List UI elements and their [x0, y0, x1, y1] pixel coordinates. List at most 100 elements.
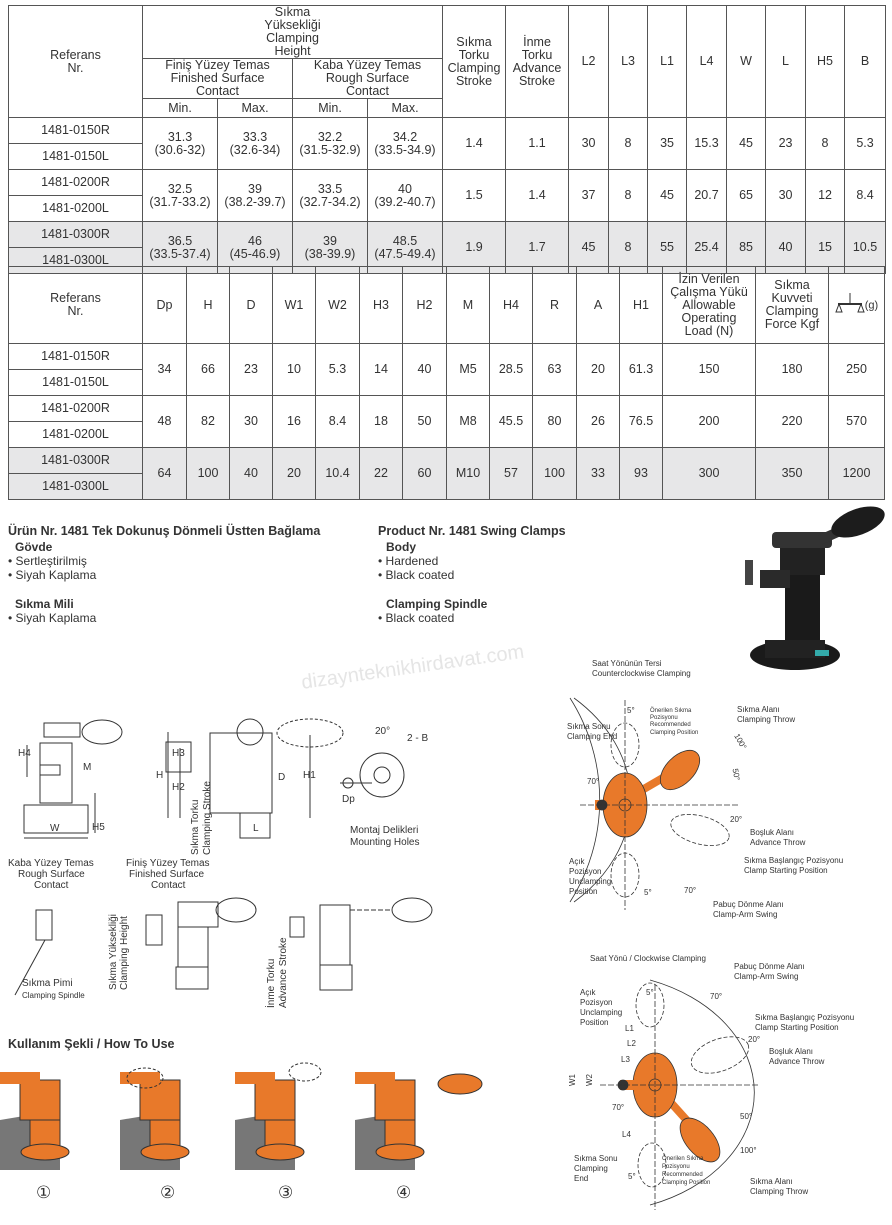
dim-label: W [50, 823, 60, 834]
diagram-label: Clamping Position [662, 1180, 711, 1186]
mounting-holes-label: Mounting Holes [350, 837, 420, 848]
table-cell: 46(45-46.9) [217, 221, 293, 274]
table-row: 1481-0200L [8, 421, 885, 448]
diagram-label: Boşluk Alanı [769, 1047, 814, 1056]
header-col: W2 [315, 266, 360, 344]
table-cell: 30 [229, 395, 273, 448]
weight-unit: (g) [864, 299, 879, 312]
table-cell: 1.1 [505, 117, 570, 170]
table-cell: 80 [532, 395, 577, 448]
table-cell: 76.5 [619, 395, 663, 448]
table-cell: 48.5(47.5-49.4) [366, 221, 444, 274]
diagram-label: Pozisyon [569, 867, 602, 876]
clamping-height-label: Clamping Height [119, 916, 130, 990]
range: (47.5-49.4) [374, 246, 436, 261]
dim-label: H2 [172, 782, 185, 793]
diagram-label: Advance Throw [769, 1057, 825, 1066]
ref-cell: 1481-0200R [8, 395, 143, 422]
table-cell: 39(38-39.9) [292, 221, 368, 274]
header-col: L3 [608, 5, 649, 118]
header-max: Max. [366, 98, 444, 118]
diagram-label: Açık [569, 857, 585, 866]
table-cell: 23 [229, 343, 273, 396]
table-cell: 45 [568, 221, 610, 274]
header-ref: Referans Nr. [8, 5, 143, 118]
dim-label: H3 [172, 748, 185, 759]
ref-cell: 1481-0150R [8, 343, 143, 370]
clamping-stroke-label: Clamping Stroke [202, 781, 213, 855]
value: 48.5 [392, 233, 418, 248]
ref-cell: 1481-0200L [8, 195, 143, 222]
clamping-pin-label: Sıkma Pimi [22, 978, 73, 989]
table-cell: 85 [726, 221, 767, 274]
table-cell: 300 [662, 447, 756, 500]
value: 33.5 [317, 181, 343, 196]
table-cell: 1200 [828, 447, 885, 500]
clamping-stroke-label: Sıkma Torku [190, 799, 201, 855]
table-cell: 8.4 [844, 169, 887, 222]
ref-cell: 1481-0150L [8, 143, 143, 170]
step-number: ① [36, 1183, 52, 1202]
angle-label: 70° [612, 1103, 625, 1112]
header-min: Min. [292, 98, 368, 118]
table-cell: 20 [272, 447, 316, 500]
angle-label: 50° [740, 1112, 753, 1121]
table-cell: 18 [359, 395, 403, 448]
angle-label: 5° [644, 888, 652, 897]
table-cell: 30 [568, 117, 610, 170]
header-col: H4 [489, 266, 533, 344]
diagram-label: Sıkma Başlangıç Pozisyonu [755, 1013, 855, 1022]
angle-label: 5° [646, 988, 654, 997]
bullet: • Sertleştirilmiş [8, 554, 87, 568]
range: (39.2-40.7) [374, 194, 436, 209]
diagram-label: Boşluk Alanı [750, 828, 795, 837]
table-cell: 100 [532, 447, 577, 500]
dim-label: M [83, 762, 92, 773]
diagram-label: Sıkma Alanı [737, 705, 780, 714]
dim-label: 20° [375, 726, 391, 737]
header-max: Max. [217, 98, 293, 118]
header-force: Sıkma Kuvveti Clamping Force Kgf [755, 266, 829, 344]
front-view-drawing [14, 718, 433, 996]
header-col: R [532, 266, 577, 344]
table-cell: 180 [755, 343, 829, 396]
dim-label: W2 [585, 1074, 594, 1086]
diagram-label: Clamp Starting Position [755, 1023, 839, 1032]
header-col: H1 [619, 266, 663, 344]
value: 39 [248, 181, 262, 196]
rough-contact-label: Kaba Yüzey Temas [8, 858, 94, 869]
diagram-label: Pozisyon [580, 998, 613, 1007]
table-cell: 36.5(33.5-37.4) [142, 221, 218, 274]
range: (30.6-32) [154, 142, 206, 157]
dim-label: D [278, 772, 286, 783]
table-cell: 570 [828, 395, 885, 448]
range: (31.5-32.9) [299, 142, 361, 157]
header-col: L1 [647, 5, 688, 118]
bullet: • Black coated [378, 611, 455, 625]
step-number: ③ [278, 1183, 294, 1202]
how-to-use-illustrations [0, 1062, 483, 1170]
header-col: D [229, 266, 273, 344]
header-col: H2 [402, 266, 447, 344]
dim-label: L4 [622, 1130, 631, 1139]
table-cell: 40 [402, 343, 447, 396]
diagram-label: Pabuç Dönme Alanı [734, 962, 805, 971]
product-photo [745, 506, 885, 670]
diagram-label: Clamp Starting Position [744, 866, 828, 875]
advance-stroke-label: İnme Torku [266, 958, 277, 1008]
ccw-title: Counterclockwise Clamping [592, 669, 691, 678]
table-cell: 10.4 [315, 447, 360, 500]
angle-label: 70° [710, 992, 723, 1001]
range: (38.2-39.7) [224, 194, 286, 209]
table-cell: 40 [229, 447, 273, 500]
table-cell: 14 [359, 343, 403, 396]
header-weight: (g) [828, 266, 885, 344]
dim-label: 2 - B [407, 733, 429, 744]
diagram-label: Açık [580, 988, 596, 997]
bullet: • Hardened [378, 554, 439, 568]
table-cell: 1.4 [505, 169, 570, 222]
